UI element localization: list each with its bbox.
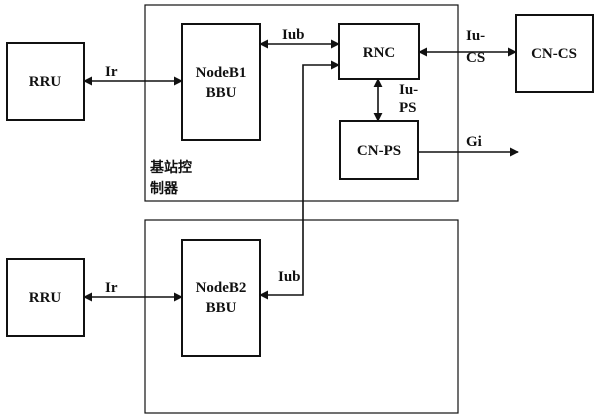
nodeb1-label: NodeB1 (196, 65, 247, 81)
rru-top-label: RRU (29, 74, 62, 90)
rru-bottom-box (6, 258, 85, 337)
rru-bottom-label: RRU (29, 290, 62, 306)
rnc-label: RNC (363, 45, 396, 61)
cn-cs-box (515, 14, 594, 93)
nodeb1-bbu-box (181, 23, 261, 141)
cn-ps-box (339, 120, 419, 180)
iu-cs-label-line2: CS (466, 50, 485, 66)
iu-ps-label-line1: Iu- (399, 82, 418, 98)
controller-label-line1: 基站控 (150, 159, 192, 176)
ir-top-label: Ir (105, 64, 118, 80)
controller-label-line2: 制器 (150, 180, 179, 197)
nodeb2-label: NodeB2 (196, 280, 247, 296)
nodeb2-bbu-label: BBU (206, 300, 237, 316)
iu-cs-label-line1: Iu- (466, 28, 485, 44)
iub-top-label: Iub (282, 27, 305, 43)
iub-bottom-connector (259, 60, 340, 300)
iub-bottom-label: Iub (278, 269, 301, 285)
nodeb2-bbu-box (181, 239, 261, 357)
nodeb1-bbu-label: BBU (206, 85, 237, 101)
iu-ps-label-line2: PS (399, 100, 417, 116)
gi-label: Gi (466, 134, 482, 150)
ir-bottom-label: Ir (105, 280, 118, 296)
cn-cs-label: CN-CS (531, 46, 577, 62)
cn-ps-label: CN-PS (357, 143, 401, 159)
